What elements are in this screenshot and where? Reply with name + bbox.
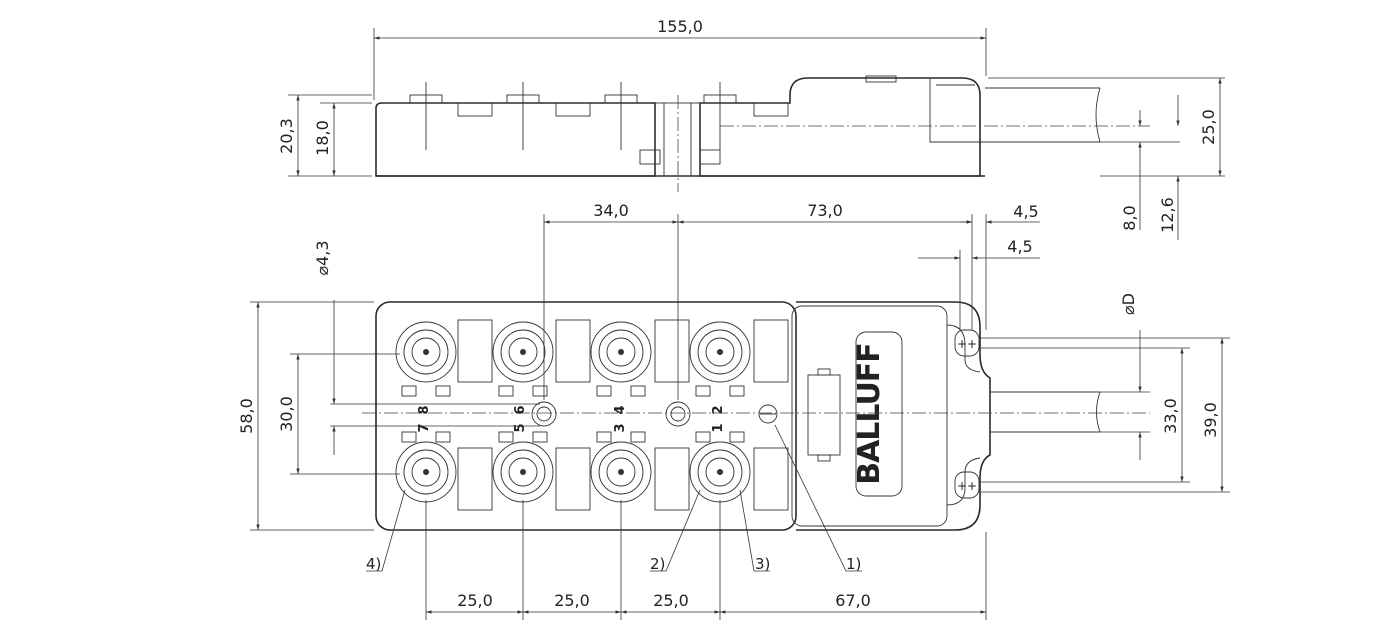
side-connectors <box>409 82 789 150</box>
side-hole-section <box>639 95 721 192</box>
plus-mark-top: ++ <box>957 337 977 351</box>
callout-3: 3) <box>755 555 770 573</box>
dim-port-pitch-v: 30,0 <box>277 396 296 432</box>
ports <box>395 321 751 503</box>
mount-ear-top <box>954 329 980 357</box>
side-cable <box>720 87 1150 143</box>
pin-label-3: 3 <box>613 423 628 432</box>
pin-label-7: 7 <box>417 423 432 432</box>
dim-hole-dia: ⌀4,3 <box>313 240 332 275</box>
ground-symbol <box>758 404 778 424</box>
callout-1: 1) <box>846 555 861 573</box>
pin-numbers-top: 8 6 4 2 <box>417 405 726 414</box>
side-dimensions: 155,0 20,3 18,0 25,0 8,0 12,6 <box>277 17 1225 240</box>
port-5 <box>492 441 554 503</box>
dim-pitch-1: 25,0 <box>457 591 493 610</box>
mount-hole-right <box>665 401 691 427</box>
dim-cable-offset-a: 8,0 <box>1120 205 1139 230</box>
port-6 <box>492 321 554 383</box>
label-windows <box>457 319 789 511</box>
dim-cable-height: 25,0 <box>1199 109 1218 145</box>
dim-height-body: 18,0 <box>313 120 332 156</box>
pin-label-8: 8 <box>417 405 432 414</box>
plus-mark-bottom: ++ <box>957 479 977 493</box>
dim-pitch-2: 25,0 <box>554 591 590 610</box>
pin-label-5: 5 <box>513 423 528 432</box>
port-3 <box>590 441 652 503</box>
plan-dimensions: 34,0 73,0 4,5 4,5 ⌀4,3 58,0 30,0 ⌀D <box>237 201 1230 620</box>
led-window <box>807 374 841 456</box>
side-view <box>375 75 1150 192</box>
dim-mount-b: 39,0 <box>1201 402 1220 438</box>
dim-hole-to-end: 73,0 <box>807 201 843 220</box>
pin-label-4: 4 <box>613 405 628 414</box>
port-7 <box>395 441 457 503</box>
dim-overall-length: 155,0 <box>657 17 703 36</box>
plan-view: ++ ++ BALLUFF <box>362 301 1150 531</box>
port-4 <box>590 321 652 383</box>
port-2 <box>689 321 751 383</box>
port-8 <box>395 321 457 383</box>
dim-end-offset-a: 4,5 <box>1013 202 1038 221</box>
callouts: 4) 2) 3) 1) <box>366 424 862 573</box>
dim-end-offset-b: 4,5 <box>1007 237 1032 256</box>
brand-logo: BALLUFF <box>852 343 887 485</box>
dim-height-total: 20,3 <box>277 118 296 154</box>
dim-width-total: 58,0 <box>237 398 256 434</box>
pin-label-1: 1 <box>711 423 726 432</box>
dim-port-to-end: 67,0 <box>835 591 871 610</box>
callout-4: 4) <box>366 555 381 573</box>
pin-numbers-bottom: 7 5 3 1 <box>417 423 726 432</box>
callout-2: 2) <box>650 555 665 573</box>
dim-pitch-3: 25,0 <box>653 591 689 610</box>
dim-mount-a: 33,0 <box>1161 398 1180 434</box>
dim-cable-offset-b: 12,6 <box>1158 197 1177 233</box>
pin-label-6: 6 <box>513 405 528 414</box>
mount-hole-left <box>531 401 557 427</box>
status-leds <box>401 385 745 443</box>
mount-ear-bottom <box>954 471 980 499</box>
dim-cable-dia: ⌀D <box>1119 293 1138 315</box>
dim-hole-spacing: 34,0 <box>593 201 629 220</box>
brand-plate <box>855 331 903 497</box>
pin-label-2: 2 <box>711 405 726 414</box>
